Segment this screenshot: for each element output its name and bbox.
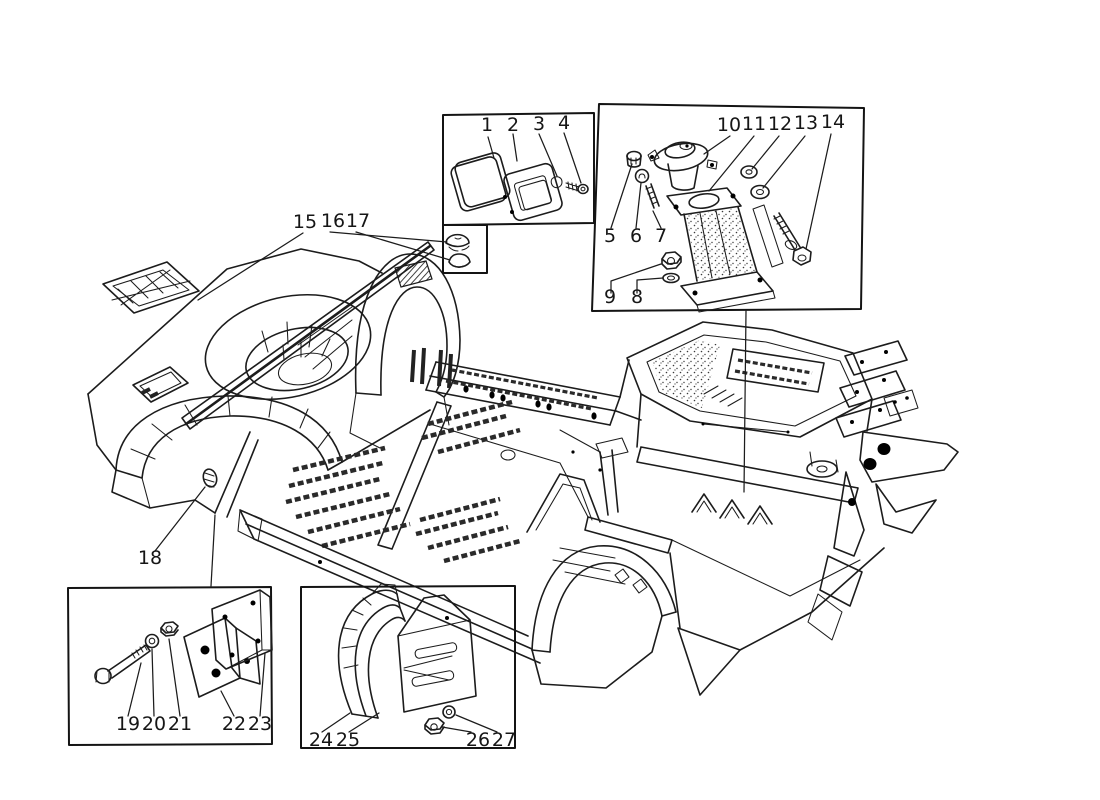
part-washer-arch: [442, 705, 456, 719]
front-deck: [87, 248, 383, 518]
callout-7: 7: [655, 225, 667, 247]
callout-23: 23: [248, 713, 272, 735]
engine-bay: [595, 321, 873, 525]
part-long-bolt: [752, 204, 812, 268]
callout-8: 8: [631, 286, 643, 308]
part-back-plate: [211, 589, 273, 670]
rear-left-wheel-arch: [531, 545, 677, 689]
callout-18: 18: [138, 547, 162, 569]
callout-21: 21: [168, 713, 192, 735]
callout-19: 19: [116, 713, 140, 735]
inset-box-engine-mount: [591, 103, 865, 313]
callout-20: 20: [142, 713, 166, 735]
part-washer: [144, 633, 160, 649]
part-grommet-lower: [448, 253, 471, 269]
part-stud: [645, 183, 660, 209]
callout-14: 14: [821, 111, 845, 133]
rear-lower-frame: [669, 539, 885, 696]
part-mount-pedestal: [666, 187, 776, 313]
part-mount-bracket: [183, 617, 261, 698]
b-pillar: [526, 473, 673, 554]
callout-24: 24: [309, 729, 333, 751]
part-rubber-mount: [647, 141, 718, 191]
callout-17: 17: [346, 210, 370, 232]
part-spacer-nut: [626, 150, 642, 168]
callout-1: 1: [481, 114, 493, 136]
callout-4: 4: [558, 112, 570, 134]
callout-13: 13: [794, 112, 818, 134]
callout-15: 15: [293, 211, 317, 233]
rear-frame-horns: [807, 340, 959, 641]
callout-16: 16: [321, 210, 345, 232]
part-washer-small: [740, 165, 758, 179]
rear-bulkhead-shelf: [425, 361, 621, 518]
part-clip: [550, 176, 563, 189]
callout-12: 12: [768, 113, 792, 135]
inset-box-bracket: [67, 586, 273, 746]
part-nut: [661, 251, 682, 270]
chassis-grommet: [202, 468, 218, 488]
callout-2: 2: [507, 114, 519, 136]
callout-11: 11: [742, 113, 766, 135]
callout-6: 6: [630, 225, 642, 247]
part-frame-plate: [503, 162, 563, 222]
callout-5: 5: [604, 225, 616, 247]
part-bolt: [94, 644, 151, 685]
part-washer-large: [750, 184, 770, 200]
part-washer-flat: [662, 272, 680, 284]
spare-wheel-well: [204, 293, 372, 401]
inset-box-grommets: [442, 224, 488, 274]
part-plate: [450, 152, 511, 212]
a-pillar-band: [181, 241, 435, 430]
callout-10: 10: [717, 114, 741, 136]
floor-pan: [285, 399, 602, 564]
part-screw: [565, 181, 589, 195]
callout-25: 25: [336, 729, 360, 751]
callout-labels: 1 2 3 4 5 6 7 8 9 10 11 12 13 14 15 16 1…: [116, 111, 845, 751]
callout-27: 27: [492, 729, 516, 751]
part-nut-small: [160, 621, 179, 637]
front-left-wheel-arch: [111, 395, 343, 514]
part-arch-bracket: [397, 594, 477, 713]
callout-3: 3: [533, 113, 545, 135]
inset-box-arch-shield: [300, 583, 516, 749]
chassis-drawing: [87, 241, 959, 696]
callout-9: 9: [604, 286, 616, 308]
part-arch-strip: [337, 583, 406, 719]
callout-22: 22: [222, 713, 246, 735]
part-nut-arch: [424, 717, 445, 735]
callout-26: 26: [466, 729, 490, 751]
part-grommet-upper: [445, 233, 470, 252]
front-mat: [102, 261, 200, 314]
part-ring-nut: [634, 168, 650, 184]
leader-lines: [127, 132, 832, 733]
